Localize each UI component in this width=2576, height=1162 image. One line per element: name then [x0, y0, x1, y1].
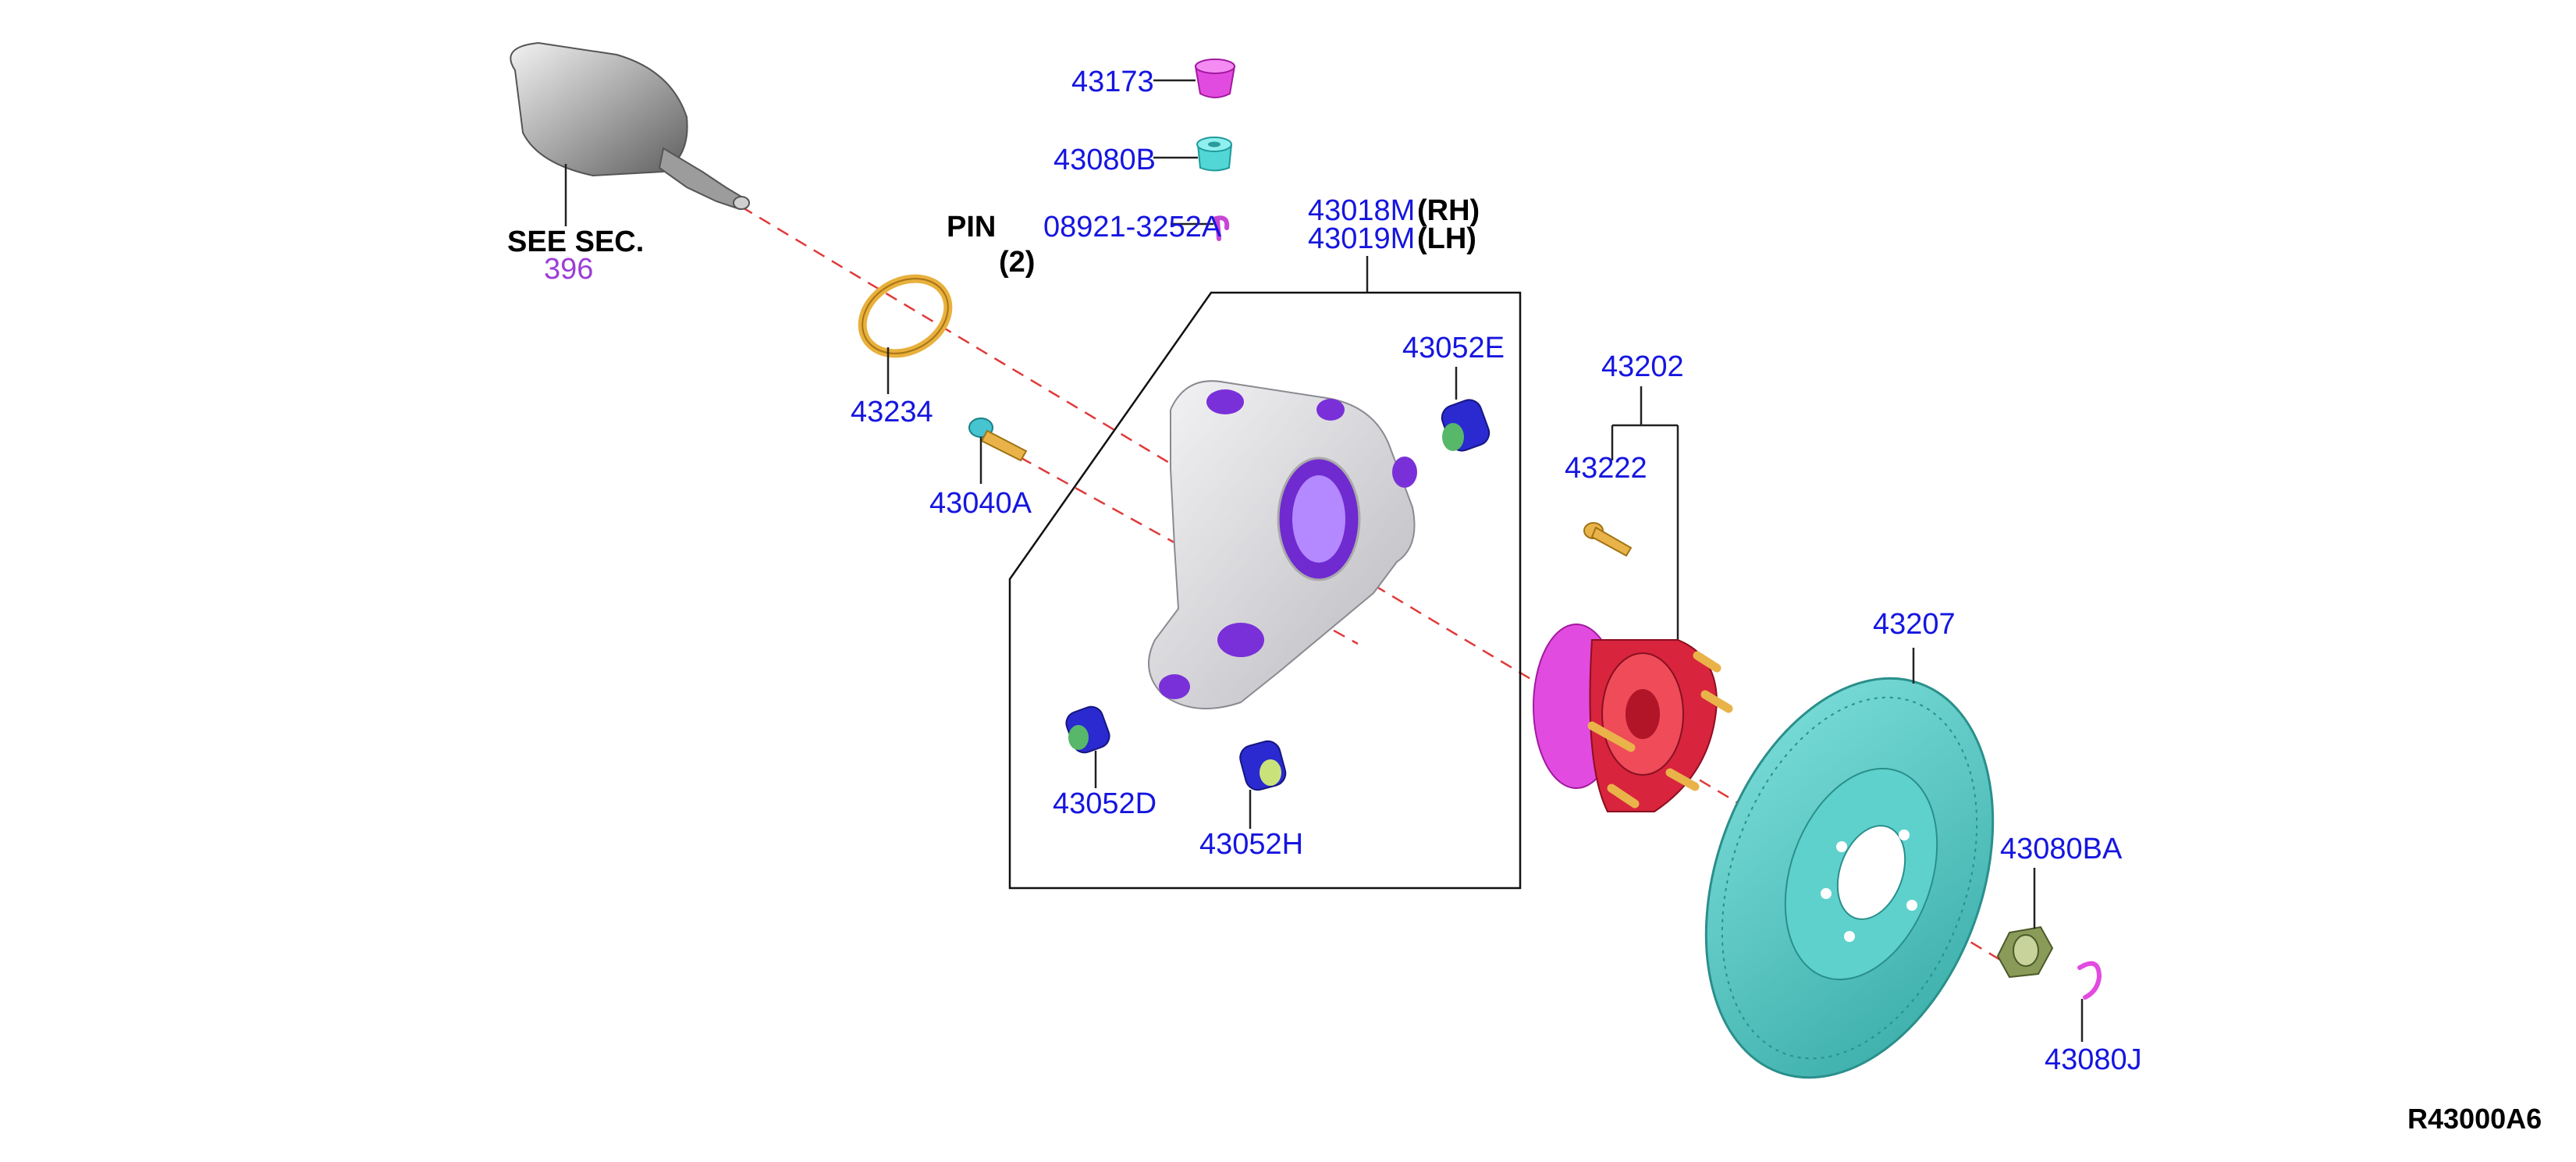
steering-knuckle-icon	[1148, 380, 1417, 709]
part-43019M[interactable]: 43019M	[1308, 222, 1415, 255]
part-43234[interactable]: 43234	[851, 396, 933, 428]
diagram-code: R43000A6	[2407, 1103, 2542, 1135]
part-08921-3252A[interactable]: 08921-3252A	[1043, 211, 1222, 243]
part-43052H[interactable]: 43052H	[1199, 828, 1303, 861]
part-43052D[interactable]: 43052D	[1053, 787, 1157, 820]
part-43052E[interactable]: 43052E	[1402, 332, 1505, 364]
pin-icon	[1213, 215, 1230, 241]
part-43080BA[interactable]: 43080BA	[2000, 833, 2123, 865]
bolt-icon	[968, 418, 1028, 462]
stud-icon	[1583, 522, 1633, 557]
part-43207[interactable]: 43207	[1873, 608, 1956, 641]
part-43202[interactable]: 43202	[1601, 350, 1684, 383]
pin-qty: (2)	[999, 246, 1035, 279]
part-43173[interactable]: 43173	[1071, 66, 1154, 98]
part-43080J[interactable]: 43080J	[2045, 1043, 2142, 1076]
part-43080B[interactable]: 43080B	[1053, 144, 1156, 176]
bushing-icon	[1065, 705, 1110, 754]
side-lh: (LH)	[1417, 222, 1476, 255]
see-sec-label: SEE SEC.	[507, 226, 644, 258]
see-sec-number[interactable]: 396	[544, 253, 593, 286]
leader-43202	[1611, 386, 1679, 648]
brake-rotor-icon	[1704, 677, 1995, 1079]
ring-icon	[858, 274, 953, 358]
wheel-hub-icon	[1533, 624, 1733, 812]
drive-shaft-icon	[510, 41, 750, 211]
hub-nut-icon	[1996, 926, 2054, 979]
clip-icon	[2077, 961, 2102, 1000]
side-rh: (RH)	[1417, 194, 1480, 227]
cap-icon	[1194, 59, 1236, 98]
part-43222[interactable]: 43222	[1565, 452, 1647, 485]
axis-line-bolt	[982, 435, 1359, 645]
part-43040A[interactable]: 43040A	[929, 487, 1032, 520]
knuckle-kit-frame	[1008, 291, 1522, 890]
part-43018M[interactable]: 43018M	[1308, 194, 1415, 227]
bushing-icon	[1239, 740, 1287, 791]
bushing-icon	[1441, 399, 1491, 452]
nut-icon	[1196, 137, 1233, 172]
pin-label: PIN	[947, 211, 996, 243]
